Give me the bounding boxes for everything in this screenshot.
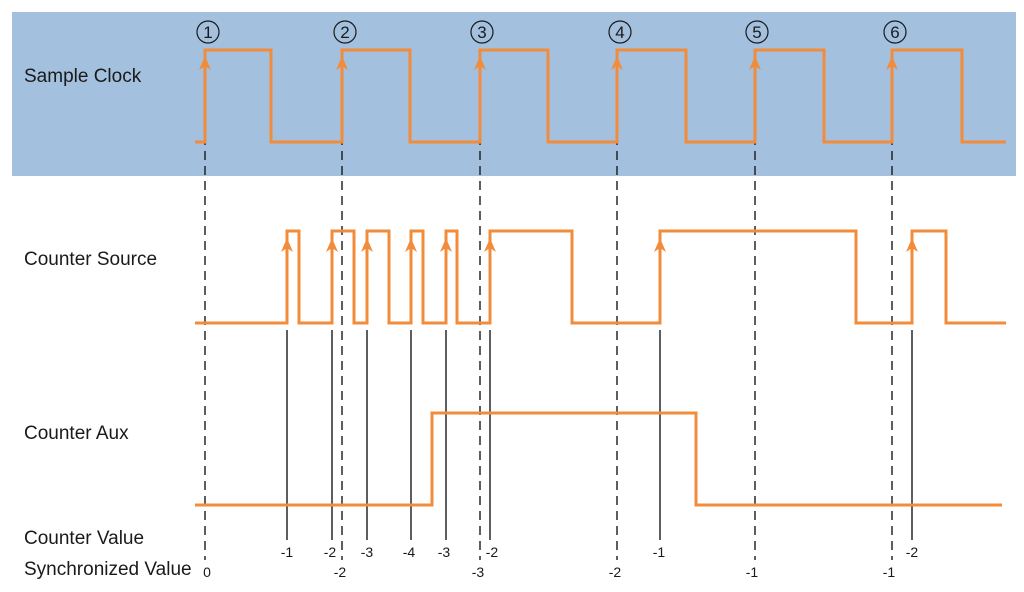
synchronized-value: 0: [203, 564, 211, 580]
rising-edge-arrow: [474, 56, 486, 70]
counter-source-waveform: [195, 229, 1006, 325]
synchronized-value: -3: [472, 564, 485, 580]
synchronized-value-label: Synchronized Value: [24, 559, 192, 580]
rising-edge-arrow: [484, 238, 496, 252]
sample-clock-marker-number: 6: [890, 23, 899, 42]
synchronized-value: -1: [883, 564, 896, 580]
counter-value: -1: [281, 544, 294, 560]
synchronized-value: -2: [609, 564, 622, 580]
sample-clock-marker: 3: [470, 20, 494, 44]
counter-value: -3: [361, 544, 374, 560]
rising-edge-arrow: [336, 56, 348, 70]
rising-edge-arrow: [405, 238, 417, 252]
counter-source-edge-arrows: [281, 238, 918, 252]
sample-clock-marker-number: 1: [203, 23, 212, 42]
counter-values: -1 -2 -3 -4 -3 -2 -1 -2: [281, 544, 919, 560]
sample-clock-marker: 1: [196, 20, 220, 44]
sample-clock-marker-number: 4: [615, 23, 624, 42]
rising-edge-arrow: [361, 238, 373, 252]
rising-edge-arrow: [199, 56, 211, 70]
sample-edge-guides: [204, 76, 893, 560]
synchronized-value: -1: [746, 564, 759, 580]
rising-edge-arrow: [906, 238, 918, 252]
rising-edge-arrow: [749, 56, 761, 70]
sample-clock-band: [12, 12, 1016, 176]
sample-clock-marker: 5: [745, 20, 769, 44]
sample-clock-marker-number: 2: [340, 23, 349, 42]
synchronized-value: -2: [334, 564, 347, 580]
counter-value: -2: [906, 544, 919, 560]
sample-clock-marker: 2: [333, 20, 357, 44]
sample-clock-marker-number: 3: [477, 23, 486, 42]
counter-value: -4: [403, 544, 416, 560]
rising-edge-arrow: [611, 56, 623, 70]
sample-clock-marker: 6: [883, 20, 907, 44]
counter-source-label: Counter Source: [24, 249, 157, 270]
sample-clock-edge-arrows: [199, 56, 898, 70]
counter-value: -3: [438, 544, 451, 560]
counter-value-label: Counter Value: [24, 528, 144, 549]
counter-value: -2: [324, 544, 337, 560]
sample-clock-label: Sample Clock: [24, 66, 142, 87]
counter-aux-waveform: [195, 411, 1002, 507]
sample-clock-marker: 4: [608, 20, 632, 44]
rising-edge-arrow: [326, 238, 338, 252]
sample-clock-markers: 1 2 3 4 5 6: [196, 20, 907, 44]
rising-edge-arrow: [886, 56, 898, 70]
synchronized-values: 0 -2 -3 -2 -1 -1: [203, 564, 895, 580]
rising-edge-arrow: [281, 238, 293, 252]
sample-clock-marker-number: 5: [752, 23, 761, 42]
sample-clock-waveform: [195, 48, 1006, 144]
source-edge-ticks: [286, 330, 913, 540]
counter-aux-label: Counter Aux: [24, 423, 129, 444]
counter-value: -2: [486, 544, 499, 560]
counter-value: -1: [653, 544, 666, 560]
rising-edge-arrow: [654, 238, 666, 252]
rising-edge-arrow: [440, 238, 452, 252]
